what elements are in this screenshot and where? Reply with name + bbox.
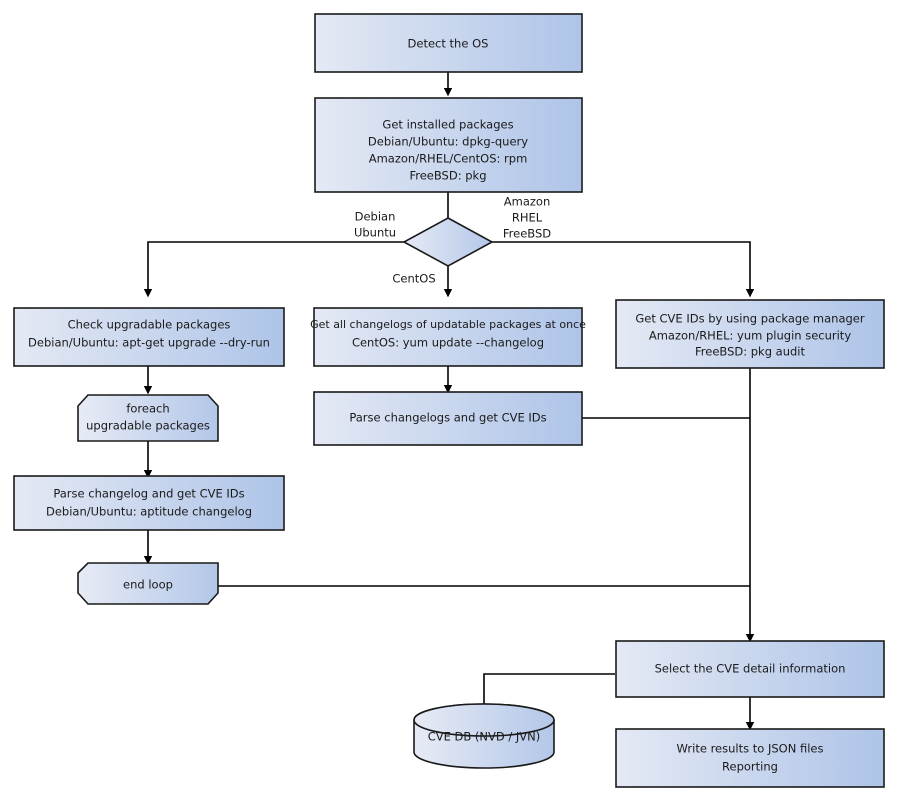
node-foreach-loop-start[interactable]: foreach upgradable packages [77,394,219,442]
edge-label-centos: CentOS [392,272,435,286]
get-all-changelogs-line-2: CentOS: yum update --changelog [352,336,544,350]
parse-changelog-box [13,475,285,531]
edge-label-amazon: Amazon [504,195,550,209]
node-write-results[interactable]: Write results to JSON files Reporting [615,728,885,788]
get-installed-packages-line-4: FreeBSD: pkg [409,169,486,183]
foreach-loop-line-2: upgradable packages [86,419,210,433]
check-upgradable-packages-box [13,307,285,367]
node-check-upgradable-packages[interactable]: Check upgradable packages Debian/Ubuntu:… [13,307,285,367]
end-loop-label: end loop [123,578,173,592]
node-get-installed-packages[interactable]: Get installed packages Debian/Ubuntu: dp… [314,97,583,193]
edge-label-ubuntu: Ubuntu [354,226,396,240]
cve-database-cylinder-top [413,703,555,737]
write-results-line-1: Write results to JSON files [677,742,824,756]
node-get-all-changelogs[interactable]: Get all changelogs of updatable packages… [310,307,586,367]
edge-label-freebsd: FreeBSD [503,227,551,241]
get-installed-packages-line-2: Debian/Ubuntu: dpkg-query [368,135,528,149]
node-parse-changelog-cve-ids[interactable]: Parse changelog and get CVE IDs Debian/U… [13,475,285,531]
node-end-loop[interactable]: end loop [77,562,219,605]
select-cve-detail-label: Select the CVE detail information [655,662,846,676]
node-detect-os[interactable]: Detect the OS [314,13,583,73]
write-results-line-2: Reporting [722,760,778,774]
edge-select-cve-to-database [483,673,615,706]
detect-os-label: Detect the OS [408,37,489,51]
foreach-loop-shape [77,394,219,442]
get-all-changelogs-box [313,307,583,367]
get-cve-ids-package-manager-box [615,299,885,369]
select-cve-detail-box [615,640,885,698]
edge-decision-to-get-cve-ids [492,241,755,298]
get-installed-packages-line-3: Amazon/RHEL/CentOS: rpm [369,152,528,166]
node-parse-changelogs-cve-ids[interactable]: Parse changelogs and get CVE IDs [313,391,583,446]
check-upgradable-packages-line-1: Check upgradable packages [68,318,231,332]
get-cve-ids-line-3: FreeBSD: pkg audit [695,345,806,359]
get-cve-ids-line-2: Amazon/RHEL: yum plugin security [649,329,851,343]
parse-changelogs-label: Parse changelogs and get CVE IDs [349,411,546,425]
node-os-decision[interactable] [402,217,494,267]
edge-decision-to-check-upgradable [143,241,404,298]
node-get-cve-ids-package-manager[interactable]: Get CVE IDs by using package manager Ama… [615,299,885,369]
get-installed-packages-box [314,97,583,193]
edge-label-debian: Debian [355,210,396,224]
node-select-cve-detail[interactable]: Select the CVE detail information [615,640,885,698]
get-cve-ids-line-1: Get CVE IDs by using package manager [635,312,865,326]
connector-layer [143,72,755,731]
write-results-box [615,728,885,788]
parse-changelog-line-2: Debian/Ubuntu: aptitude changelog [46,505,252,519]
parse-changelog-line-1: Parse changelog and get CVE IDs [53,487,244,501]
detect-os-box [314,13,583,73]
parse-changelogs-box [313,391,583,446]
get-installed-packages-line-1: Get installed packages [382,118,513,132]
cve-database-label: CVE DB (NVD / JVN) [428,730,541,744]
foreach-loop-line-1: foreach [126,402,169,416]
decision-edge-labels: Debian Ubuntu Amazon RHEL FreeBSD CentOS [354,195,551,286]
os-decision-diamond [402,217,494,267]
node-cve-database[interactable]: CVE DB (NVD / JVN) [413,703,555,769]
edge-label-rhel: RHEL [512,211,543,225]
get-all-changelogs-line-1: Get all changelogs of updatable packages… [310,318,586,331]
check-upgradable-packages-line-2: Debian/Ubuntu: apt-get upgrade --dry-run [28,336,270,350]
end-loop-shape [77,562,219,605]
